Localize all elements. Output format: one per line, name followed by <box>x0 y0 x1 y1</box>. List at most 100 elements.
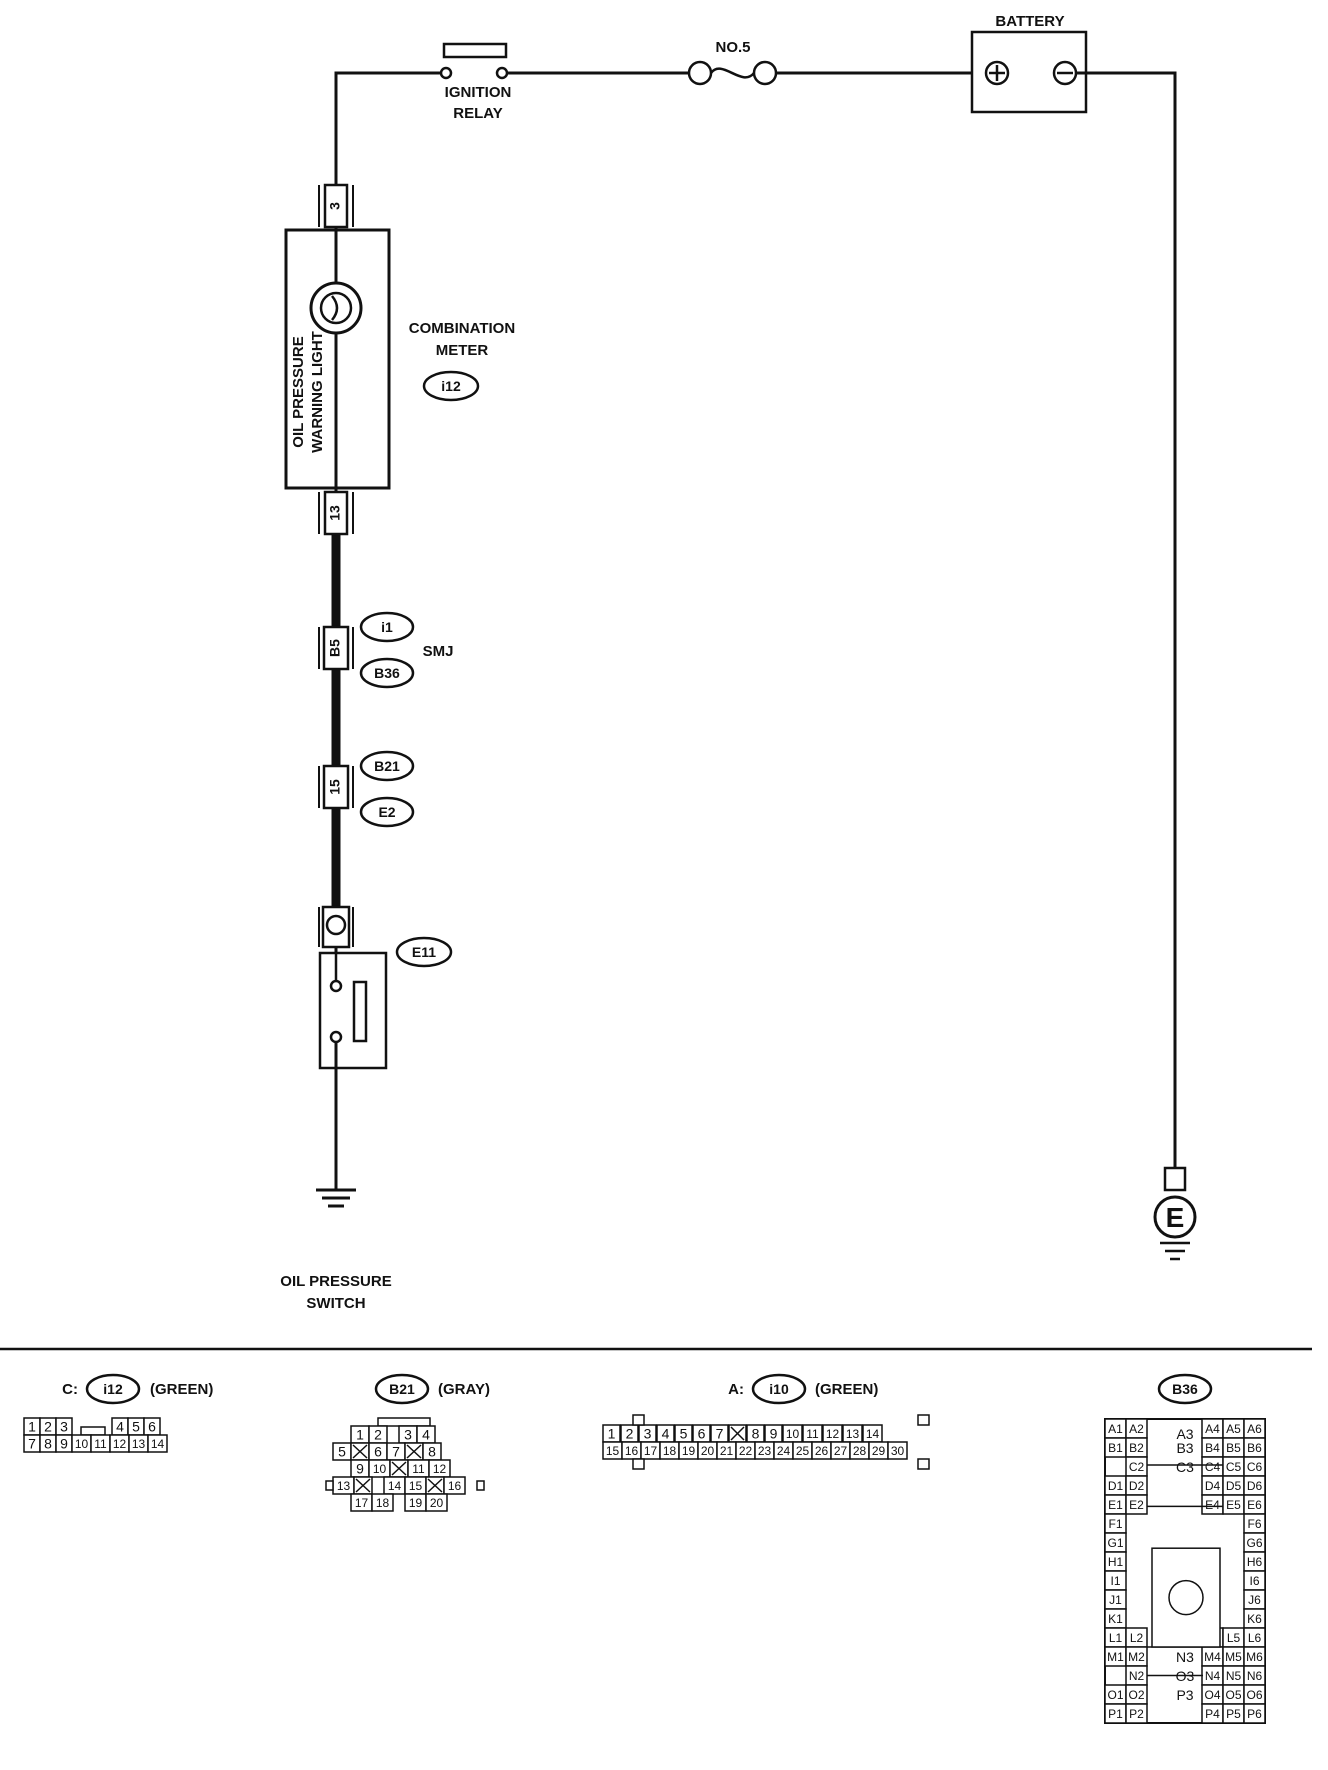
pin-number: M1 <box>1107 1650 1124 1664</box>
pin-number: P1 <box>1108 1707 1123 1721</box>
pin-number: L5 <box>1227 1631 1241 1645</box>
pin-number: 6 <box>698 1426 706 1442</box>
ground-e-label: E <box>1166 1202 1185 1233</box>
pin-number: 14 <box>388 1479 402 1493</box>
oil-switch-label: SWITCH <box>306 1295 365 1312</box>
pin-number: 26 <box>815 1444 829 1458</box>
oil-pressure-switch: E11 OIL PRESSURE SWITCH <box>280 905 453 1312</box>
pin-number: 27 <box>834 1444 848 1458</box>
smj-label: SMJ <box>423 643 454 660</box>
pin-15-label: 15 <box>327 779 343 795</box>
pin-number: 18 <box>663 1444 677 1458</box>
b21-label: B21 <box>374 758 400 774</box>
pin-number: 12 <box>433 1462 447 1476</box>
latch-icon <box>377 1417 431 1427</box>
pin-number: C4 <box>1205 1460 1221 1474</box>
pin-number: A6 <box>1247 1422 1262 1436</box>
pin-number: 14 <box>866 1427 880 1441</box>
pin-number: 14 <box>151 1437 165 1451</box>
pin-number: L1 <box>1109 1631 1123 1645</box>
pin-number: N6 <box>1247 1669 1263 1683</box>
combination-meter-label: METER <box>436 342 489 359</box>
pin-number: P6 <box>1247 1707 1262 1721</box>
pin-number: M6 <box>1246 1650 1263 1664</box>
pin-number: 1 <box>28 1419 36 1435</box>
pin-number: 15 <box>409 1479 423 1493</box>
pin-number: 2 <box>44 1419 52 1435</box>
pin-number: 8 <box>44 1436 52 1452</box>
meter-connector-badge <box>422 370 480 402</box>
pin-number: C5 <box>1226 1460 1242 1474</box>
pin-number: P2 <box>1129 1707 1144 1721</box>
pin-cell <box>1125 1703 1148 1724</box>
pin-number: E5 <box>1226 1498 1241 1512</box>
pin-number: 23 <box>758 1444 772 1458</box>
pin-number: G6 <box>1246 1536 1262 1550</box>
fuse-label: NO.5 <box>715 39 750 56</box>
pin-number: C2 <box>1129 1460 1145 1474</box>
pin-cell <box>1243 1703 1266 1724</box>
pin-number: 28 <box>853 1444 867 1458</box>
a-prefix: A: <box>728 1381 744 1398</box>
pin-number: 21 <box>720 1444 734 1458</box>
pin-number: A1 <box>1108 1422 1123 1436</box>
pin-number: 7 <box>716 1426 724 1442</box>
pin-b5-label: B5 <box>327 639 343 657</box>
e2-label: E2 <box>378 804 395 820</box>
pin-number: K6 <box>1247 1612 1262 1626</box>
pin-number: 2 <box>374 1427 382 1443</box>
pin-number: E1 <box>1108 1498 1123 1512</box>
pin-number: 10 <box>75 1437 89 1451</box>
smj-connector: B5 i1 B36 SMJ <box>318 611 454 689</box>
pin-number: M5 <box>1225 1650 1242 1664</box>
ignition-relay-label: RELAY <box>453 105 502 122</box>
b21-id: B21 <box>389 1381 415 1397</box>
pin-number: 15 <box>606 1444 620 1458</box>
pin-number: D5 <box>1226 1479 1242 1493</box>
meter-connector-label: i12 <box>441 378 461 394</box>
pin-number: 17 <box>644 1444 658 1458</box>
pin-number: 18 <box>376 1496 390 1510</box>
b21-e2-connector: 15 B21 E2 <box>318 750 415 828</box>
ignition-relay-coil-icon <box>442 42 508 59</box>
pin-number: B6 <box>1247 1441 1262 1455</box>
pin-number: P4 <box>1205 1707 1220 1721</box>
pin-number: 13 <box>846 1427 860 1441</box>
power-circuit: IGNITION RELAY NO.5 BATTERY E <box>331 13 1197 1261</box>
pin-number: F6 <box>1247 1517 1261 1531</box>
pin-number: 3 <box>404 1427 412 1443</box>
b36-id: B36 <box>1172 1381 1198 1397</box>
oil-switch-label: OIL PRESSURE <box>280 1273 391 1290</box>
pin-number: 19 <box>409 1496 423 1510</box>
pin-number: 5 <box>680 1426 688 1442</box>
pin-number: O1 <box>1107 1688 1123 1702</box>
pin-number: M4 <box>1204 1650 1221 1664</box>
pin-number: N2 <box>1129 1669 1145 1683</box>
pin-number: 4 <box>422 1427 430 1443</box>
pin-number: 6 <box>148 1419 156 1435</box>
pin-cell <box>147 1434 168 1453</box>
pin-number: E6 <box>1247 1498 1262 1512</box>
pin-number: 11 <box>94 1437 107 1451</box>
pin-number: N4 <box>1205 1669 1221 1683</box>
i1-label: i1 <box>381 619 393 635</box>
c-id: i12 <box>103 1381 123 1397</box>
pin-number: 4 <box>662 1426 670 1442</box>
pin-number: I6 <box>1249 1574 1259 1588</box>
pin-number: D2 <box>1129 1479 1145 1493</box>
c-color: (GREEN) <box>150 1381 213 1398</box>
pin-number: 29 <box>872 1444 886 1458</box>
pin-number: 1 <box>608 1426 616 1442</box>
pin-number: B4 <box>1205 1441 1220 1455</box>
pin-number: 5 <box>132 1419 140 1435</box>
pin-cell <box>371 1493 394 1512</box>
fuse-terminal-icon <box>687 60 713 86</box>
pin-number: O4 <box>1204 1688 1220 1702</box>
latch-icon <box>80 1426 106 1436</box>
pin-number: A5 <box>1226 1422 1241 1436</box>
ground-e-icon <box>1153 1195 1197 1239</box>
warning-light-label: OIL PRESSURE <box>290 336 307 447</box>
pin-number: 3 <box>60 1419 68 1435</box>
